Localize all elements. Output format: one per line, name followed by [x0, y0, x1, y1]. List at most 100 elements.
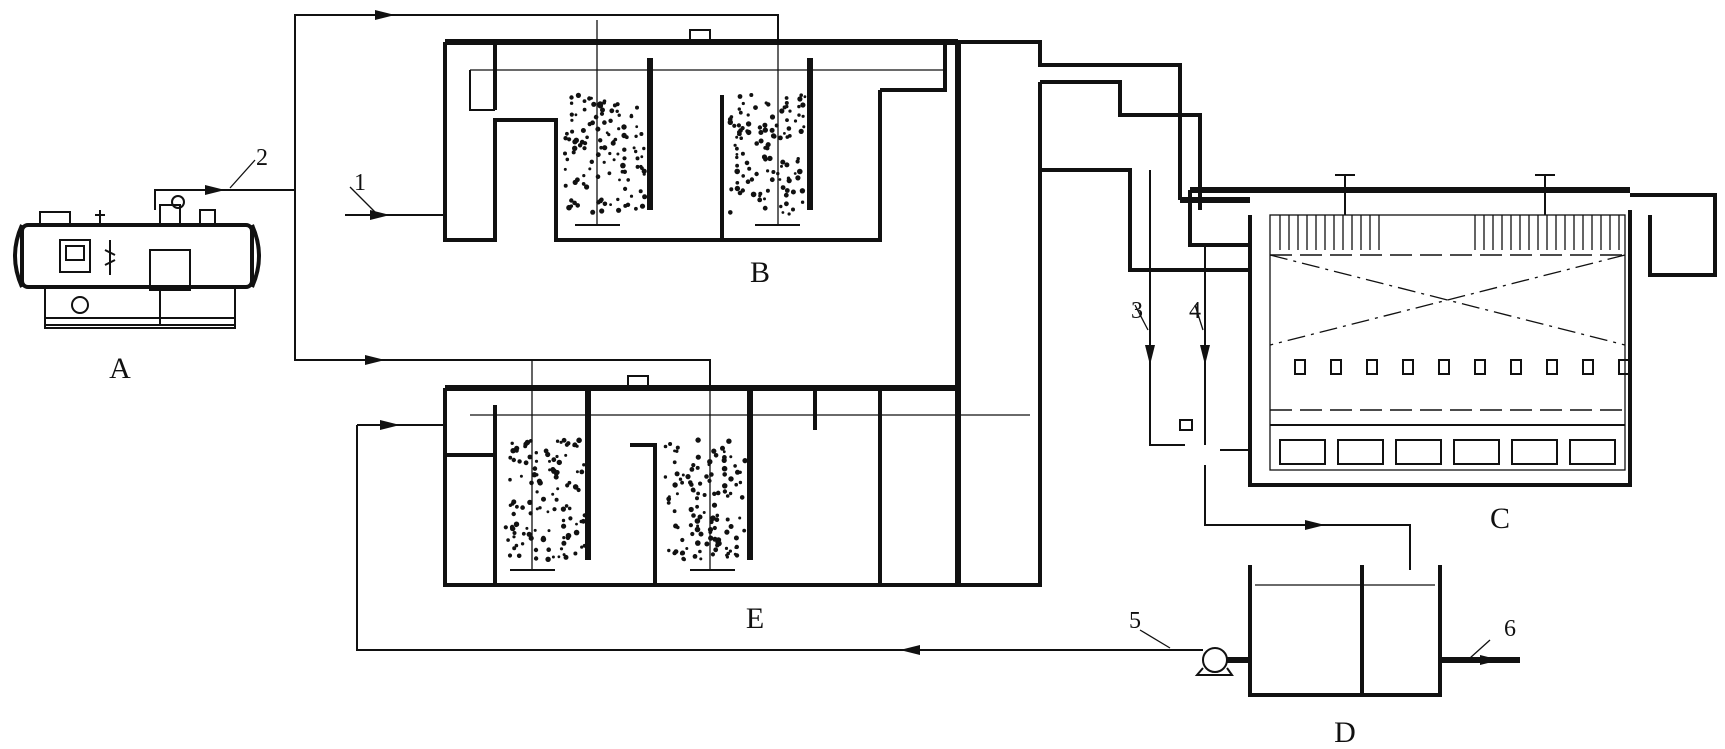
media-particle [745, 121, 752, 127]
media-particle [663, 444, 668, 449]
media-particle [546, 547, 551, 552]
media-particle [613, 137, 618, 142]
media-particle [769, 177, 775, 183]
media-particle [698, 531, 704, 537]
media-particle [616, 197, 620, 202]
media-particle [725, 494, 730, 498]
media-particle [695, 504, 699, 509]
media-particle [585, 135, 589, 140]
media-particle [572, 200, 577, 206]
media-particle [710, 552, 716, 557]
media-particle [673, 449, 676, 453]
media-particle [715, 513, 720, 518]
media-particle [695, 465, 700, 470]
media-particle [778, 178, 782, 181]
media-particle [746, 129, 752, 136]
media-particle [702, 511, 706, 514]
media-particle [784, 201, 789, 207]
media-particle [576, 487, 581, 493]
media-particle [784, 96, 789, 100]
media-particle [562, 536, 566, 540]
media-particle [605, 131, 609, 135]
media-particle [557, 555, 561, 559]
media-particle [595, 152, 601, 158]
media-particle [563, 183, 568, 188]
media-particle [737, 190, 743, 196]
media-particle [533, 528, 537, 532]
media-particle [580, 128, 586, 133]
media-particle [707, 478, 712, 483]
media-particle [582, 99, 587, 103]
media-particle [674, 471, 680, 477]
media-particle [763, 157, 768, 162]
media-particle [639, 132, 644, 136]
media-particle [734, 546, 738, 549]
callout-6: 6 [1504, 616, 1516, 642]
media-particle [620, 169, 625, 174]
unit-c-tank [1188, 174, 1717, 487]
media-particle [622, 156, 627, 161]
media-particle [695, 540, 701, 546]
media-particle [691, 463, 696, 468]
media-particle [527, 454, 533, 460]
media-particle [780, 164, 783, 168]
media-particle [725, 517, 730, 522]
media-particle [666, 501, 671, 505]
media-particle [572, 484, 579, 490]
media-particle [590, 209, 596, 215]
media-particle [769, 114, 776, 120]
media-particle [634, 206, 638, 211]
media-particle [728, 524, 734, 529]
media-particle [642, 172, 646, 176]
media-particle [763, 146, 768, 150]
media-particle [673, 549, 679, 554]
media-particle [597, 101, 603, 107]
media-particle [563, 167, 567, 171]
filter-nozzle [1618, 359, 1630, 375]
media-particle [555, 454, 559, 459]
media-particle [728, 476, 734, 482]
media-particle [711, 448, 717, 454]
media-particle [763, 197, 766, 201]
media-particle [573, 551, 578, 556]
media-particle [508, 455, 513, 460]
media-particle [680, 550, 686, 556]
media-particle [608, 151, 612, 156]
media-particle [758, 138, 764, 144]
media-particle [722, 455, 727, 460]
media-particle [629, 194, 634, 198]
unit-a-generator [13, 195, 261, 329]
media-particle [554, 497, 559, 502]
underdrain-chamber [1279, 439, 1326, 465]
media-particle [514, 445, 520, 451]
media-particle [791, 207, 795, 212]
media-particle [589, 159, 594, 164]
media-particle [774, 123, 779, 128]
media-particle [620, 162, 626, 169]
media-particle [742, 528, 747, 533]
media-particle [726, 551, 730, 556]
media-particle [506, 538, 510, 542]
ozone-gas-line-2 [154, 10, 779, 388]
media-particle [681, 556, 686, 561]
media-particle [582, 107, 587, 112]
media-particle [573, 529, 580, 536]
media-particle [708, 530, 713, 534]
media-particle [519, 474, 523, 478]
media-particle [599, 145, 603, 150]
media-particle [734, 482, 738, 487]
media-particle [780, 159, 786, 165]
media-particle [735, 135, 739, 139]
media-particle [642, 194, 648, 200]
media-particle [621, 132, 627, 139]
media-particle [576, 437, 582, 444]
filter-nozzle [1438, 359, 1450, 375]
label-c: C [1490, 502, 1510, 535]
underdrain-chamber [1511, 439, 1558, 465]
media-particle [734, 185, 741, 192]
filter-nozzle [1546, 359, 1558, 375]
media-particle [546, 510, 550, 514]
media-particle [580, 545, 584, 549]
filter-nozzle [1510, 359, 1522, 375]
media-particle [733, 143, 737, 147]
